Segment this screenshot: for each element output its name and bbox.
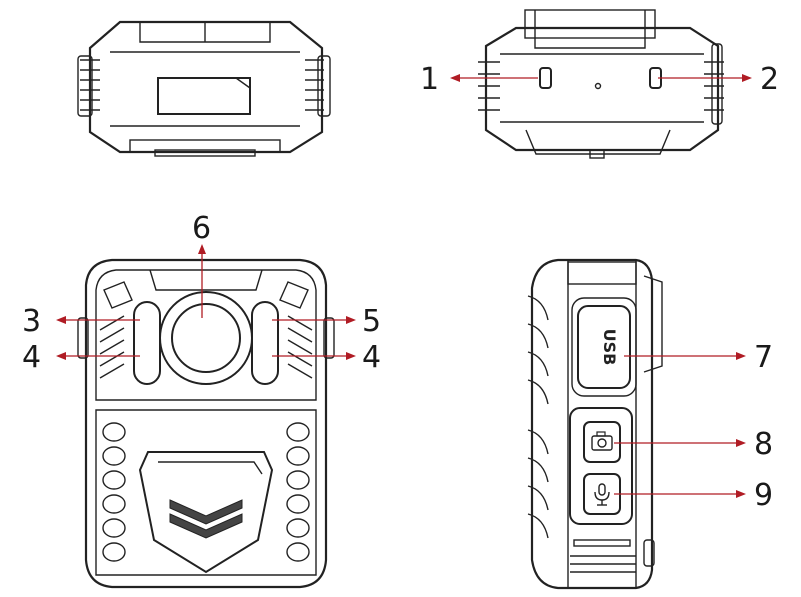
led-column-left xyxy=(102,422,126,562)
chevron-icon xyxy=(169,499,243,525)
callout-2: 2 xyxy=(760,62,779,97)
top-view xyxy=(77,20,331,157)
callout-5: 5 xyxy=(362,304,381,339)
callout-numbers: 1 2 3 4 5 4 6 7 8 9 xyxy=(22,62,779,513)
led-column-right xyxy=(286,422,310,562)
microphone-icon xyxy=(594,483,610,506)
bottom-mic-hole xyxy=(594,82,602,90)
side-view: USB xyxy=(527,258,663,590)
callout-1: 1 xyxy=(420,62,439,97)
front-view xyxy=(77,258,335,589)
callout-4-left: 4 xyxy=(22,340,41,375)
camera-lens-outer xyxy=(159,291,253,385)
snapshot-button[interactable] xyxy=(583,421,621,463)
callout-6: 6 xyxy=(192,211,211,246)
camera-icon xyxy=(591,431,613,451)
bottom-view xyxy=(478,9,724,159)
callout-4-right: 4 xyxy=(362,340,381,375)
front-badge-plate xyxy=(138,451,274,574)
callout-3: 3 xyxy=(22,304,41,339)
callout-9: 9 xyxy=(754,478,773,513)
callout-arrows xyxy=(56,74,752,498)
callout-8: 8 xyxy=(754,427,773,462)
usb-port-cover xyxy=(577,305,631,389)
bottom-slot-left xyxy=(539,67,552,89)
camera-lens xyxy=(171,303,241,373)
callout-7: 7 xyxy=(754,340,773,375)
usb-port-label: USB xyxy=(600,329,619,366)
